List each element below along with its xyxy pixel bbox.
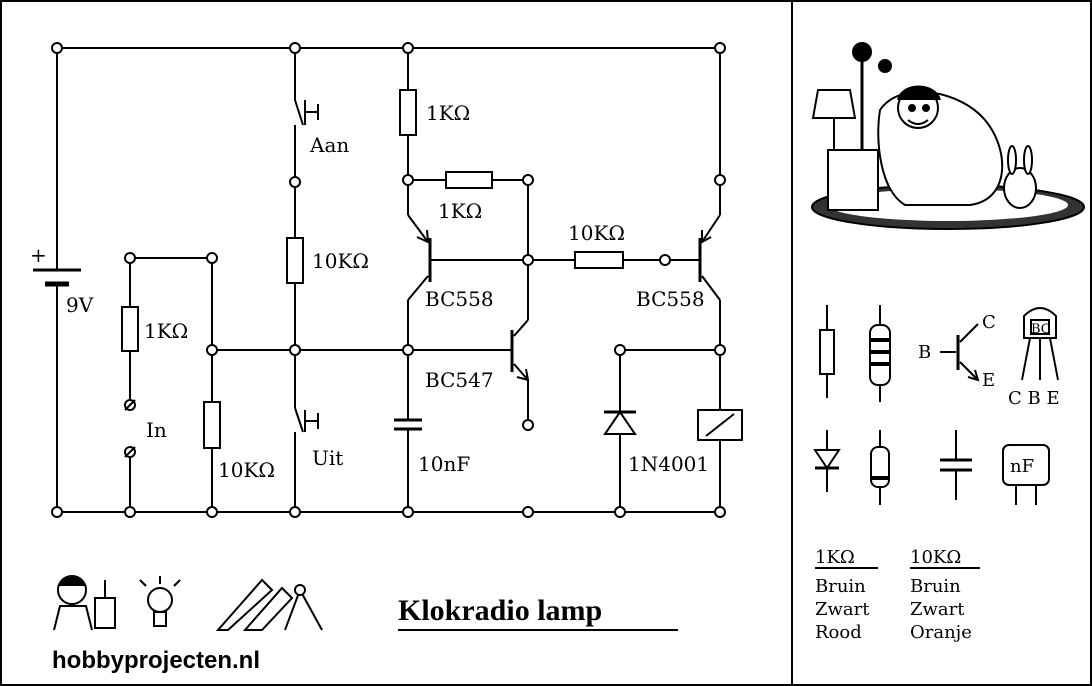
- site-logo-icons: [53, 575, 323, 631]
- capacitor-package-label: nF: [1010, 456, 1034, 477]
- node: [522, 254, 534, 266]
- pinout-label: C B E: [1008, 388, 1060, 409]
- resistor-top-label: 1KΩ: [426, 101, 470, 125]
- input-terminal-bottom-mark: [124, 446, 136, 458]
- switch-on-label: Aan: [309, 133, 349, 157]
- site-name: hobbyprojecten.nl: [52, 647, 260, 674]
- t2-collector: [513, 319, 529, 337]
- input-label: In: [146, 418, 167, 442]
- input-terminal-top-mark: [124, 399, 136, 411]
- legend-labels: B C E BC C B E nF: [918, 312, 1060, 477]
- node: [206, 252, 218, 264]
- resistor-right: [574, 251, 624, 269]
- code-1k-band-3: Rood: [815, 622, 862, 643]
- pin-e-label: E: [982, 370, 995, 391]
- node: [614, 344, 626, 356]
- node: [289, 176, 301, 188]
- code-10k-band-3: Oranje: [910, 622, 972, 643]
- sleeping-person-illustration: [811, 42, 1085, 230]
- pin-b-label: B: [918, 342, 931, 363]
- node: [124, 252, 136, 264]
- code-10k-band-1: Bruin: [910, 576, 961, 597]
- node: [714, 174, 726, 186]
- t3-emitter-arrow: [701, 230, 712, 244]
- switch-off-label: Uit: [312, 446, 343, 470]
- node: [522, 506, 534, 518]
- resistor-left: [121, 306, 139, 352]
- diode-label: 1N4001: [628, 452, 709, 476]
- resistor-mid-label: 10KΩ: [312, 249, 369, 273]
- resistor-mid: [286, 237, 304, 284]
- node: [51, 506, 63, 518]
- node: [289, 506, 301, 518]
- node: [402, 506, 414, 518]
- component-legend: [813, 305, 1059, 505]
- t1-emitter-arrow: [416, 229, 430, 244]
- capacitor-label: 10nF: [418, 452, 470, 476]
- package-bc-label: BC: [1031, 322, 1051, 337]
- resistor-horizontal: [445, 171, 493, 189]
- switch-on-blade[interactable]: [294, 99, 304, 126]
- node: [522, 419, 534, 431]
- code-10k-value: 10KΩ: [910, 547, 961, 568]
- node: [206, 506, 218, 518]
- battery-voltage-label: 9V: [66, 293, 94, 317]
- node: [402, 42, 414, 54]
- code-1k-band-2: Zwart: [815, 599, 870, 620]
- resistor-left-label: 1KΩ: [144, 319, 188, 343]
- transistor-t1-label: BC558: [425, 287, 494, 311]
- t2-emitter: [513, 363, 529, 381]
- resistor-bottom-left: [203, 401, 221, 449]
- junction-nodes: [51, 42, 726, 518]
- code-1k-band-1: Bruin: [815, 576, 866, 597]
- page-title: Klokradio lamp: [398, 594, 602, 627]
- t3-emitter: [701, 214, 721, 243]
- node: [714, 42, 726, 54]
- t3-collector: [701, 275, 721, 301]
- relay-coil-mark: [705, 413, 735, 437]
- pin-c-label: C: [982, 312, 996, 333]
- resistor-horizontal-label: 1KΩ: [438, 199, 482, 223]
- node: [206, 344, 218, 356]
- resistor-top: [399, 89, 417, 136]
- circuit-diagram: [33, 42, 743, 518]
- code-1k-value: 1KΩ: [815, 547, 855, 568]
- transistor-t2-label: BC547: [425, 368, 494, 392]
- switch-off-blade[interactable]: [294, 407, 304, 433]
- resistor-right-label: 10KΩ: [568, 221, 625, 245]
- node: [714, 506, 726, 518]
- node: [522, 174, 534, 186]
- node: [614, 506, 626, 518]
- t1-collector: [407, 275, 429, 301]
- circuit-labels: + 9V 1KΩ In 10KΩ Aan 10KΩ Uit 1KΩ 1KΩ 10…: [30, 101, 709, 482]
- node: [124, 506, 136, 518]
- t1-emitter: [407, 214, 429, 243]
- node: [659, 254, 671, 266]
- node: [289, 344, 301, 356]
- node: [402, 344, 414, 356]
- node: [51, 42, 63, 54]
- node: [402, 174, 414, 186]
- color-code-table: 1KΩ Bruin Zwart Rood 10KΩ Bruin Zwart Or…: [815, 547, 980, 643]
- node: [289, 42, 301, 54]
- battery-plus-label: +: [30, 243, 47, 267]
- resistor-bottom-left-label: 10KΩ: [218, 458, 275, 482]
- code-10k-band-2: Zwart: [910, 599, 965, 620]
- node: [714, 344, 726, 356]
- transistor-t3-label: BC558: [636, 287, 705, 311]
